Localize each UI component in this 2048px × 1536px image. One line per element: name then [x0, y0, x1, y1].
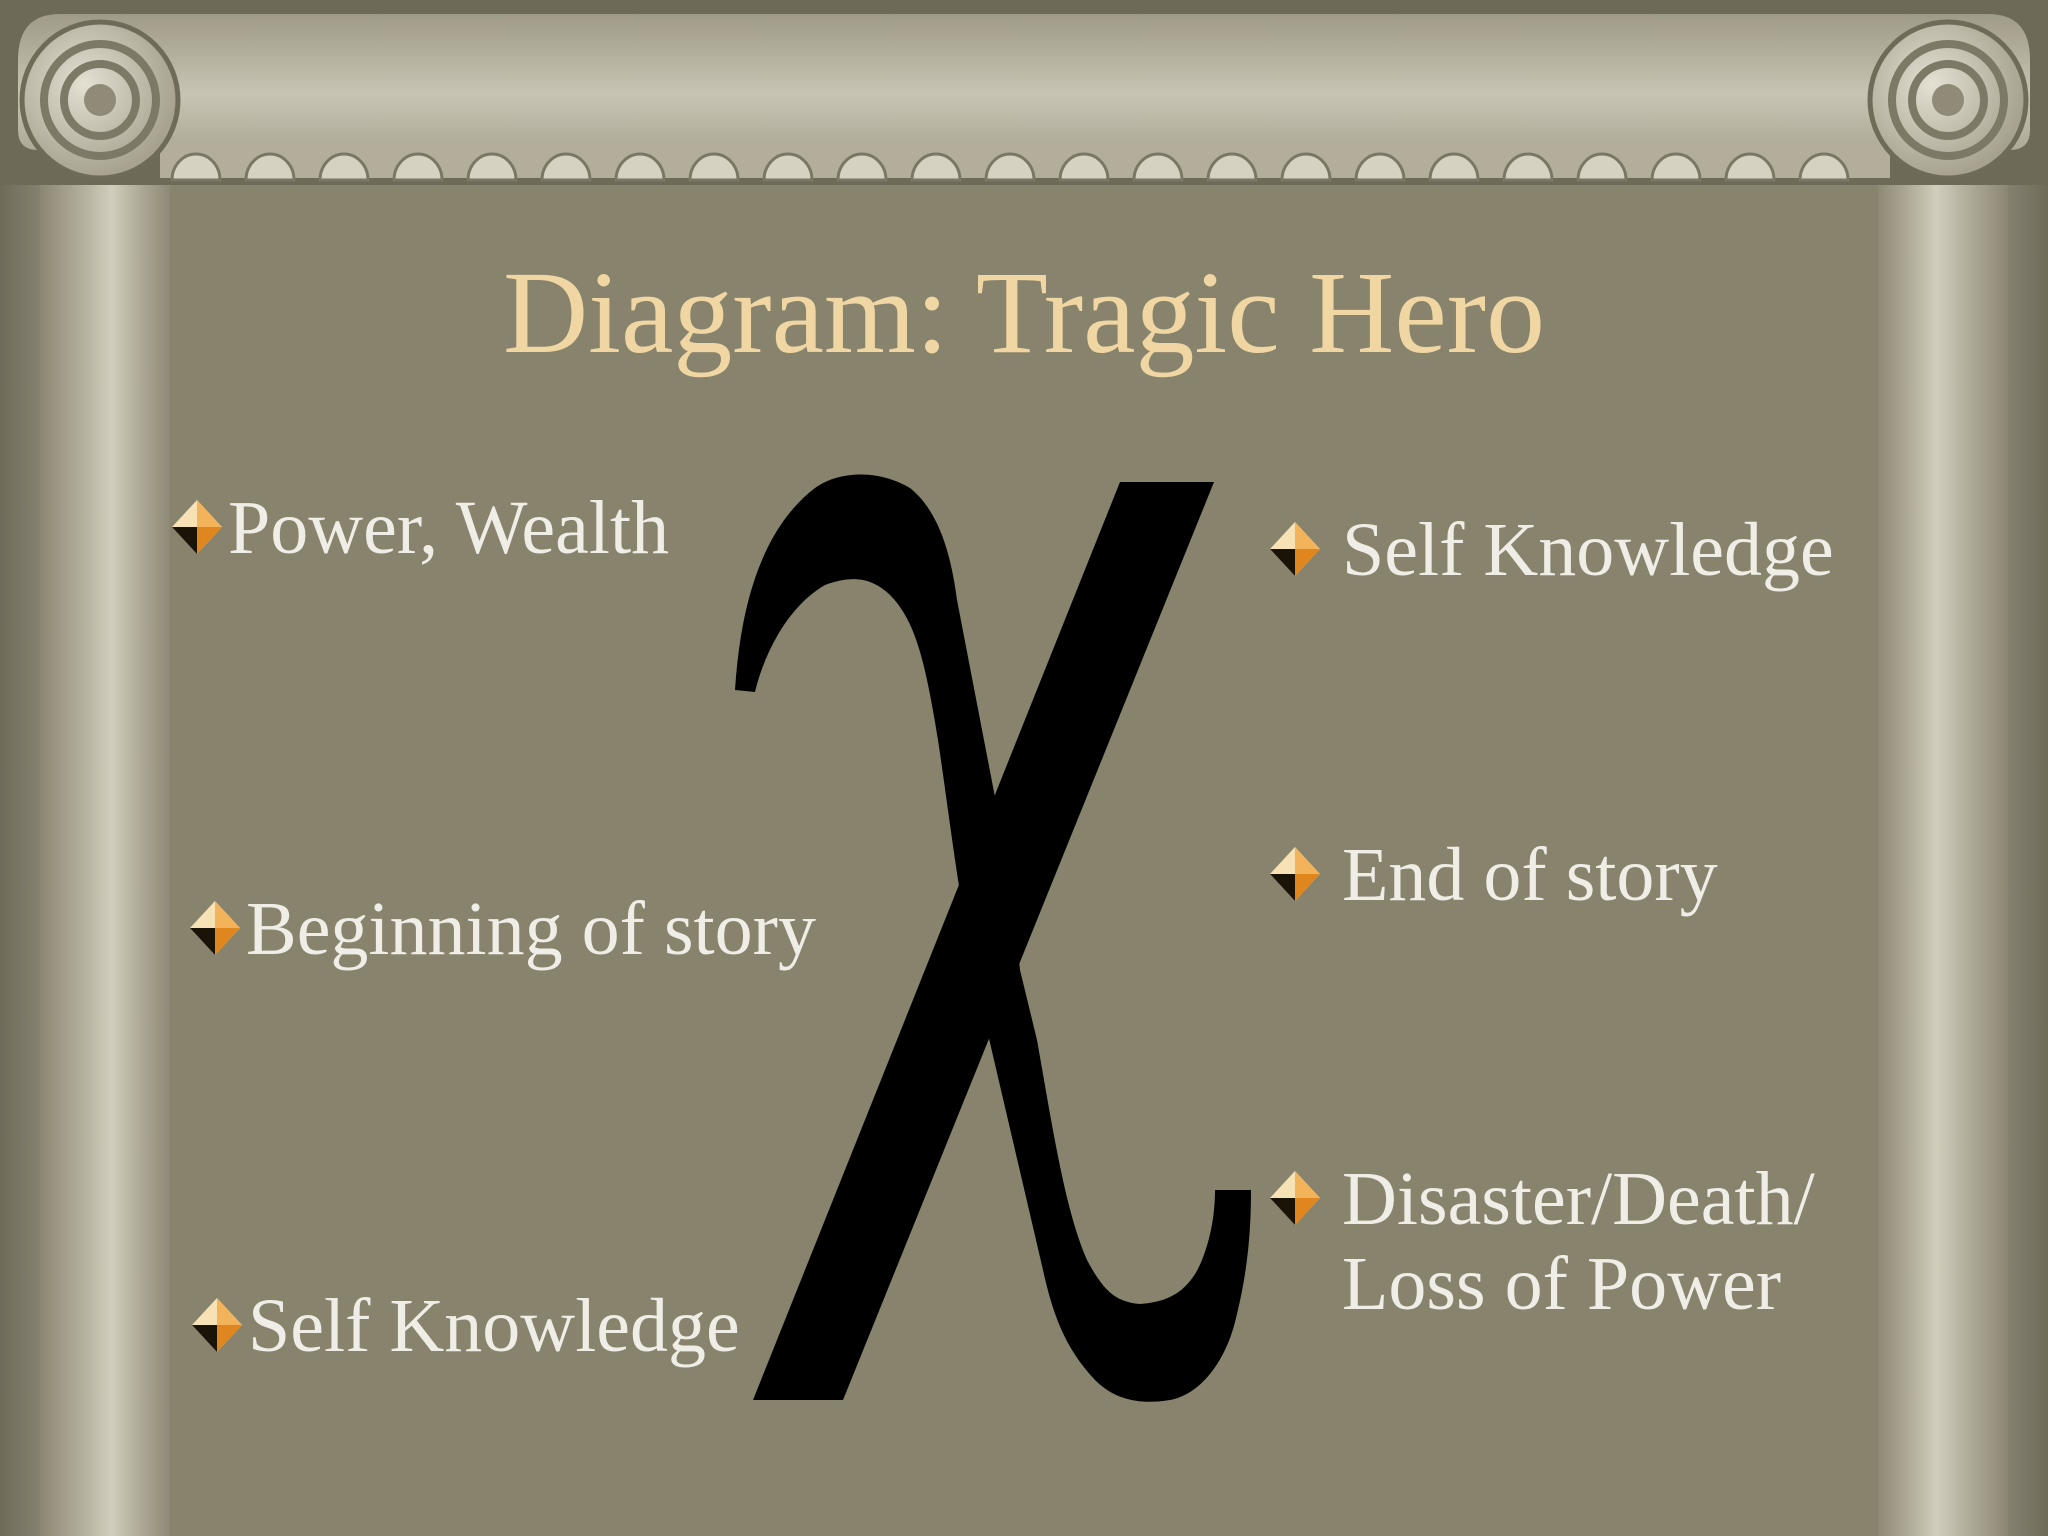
right-item-line-1: Disaster/Death/ — [1342, 1157, 1815, 1241]
right-item-line-2: Loss of Power — [1342, 1242, 1782, 1327]
diamond-bullet-icon — [172, 500, 222, 554]
diamond-bullet-icon — [1270, 847, 1320, 901]
diamond-bullet-icon — [1270, 522, 1320, 576]
right-item-self-knowledge: Self Knowledge — [1268, 508, 1834, 593]
left-item-label: Power, Wealth — [228, 486, 670, 570]
column-capital — [0, 0, 2048, 185]
left-item-beginning: Beginning of story — [188, 887, 816, 972]
column-edge-right — [2008, 150, 2048, 1536]
right-item-label: End of story — [1342, 833, 1718, 917]
left-item-power-wealth: Power, Wealth — [170, 486, 669, 571]
column-left — [40, 150, 170, 1536]
diamond-bullet-icon — [192, 1298, 242, 1352]
left-item-label: Beginning of story — [246, 887, 816, 971]
diamond-bullet-icon — [190, 901, 240, 955]
right-item-label: Self Knowledge — [1342, 508, 1834, 592]
chi-straight-stroke — [753, 482, 1214, 1400]
volute-left — [19, 19, 181, 181]
column-right — [1878, 150, 2008, 1536]
left-item-self-knowledge: Self Knowledge — [190, 1284, 740, 1369]
volute-right — [1867, 19, 2029, 181]
slide-title: Diagram: Tragic Hero — [502, 247, 1546, 378]
right-item-end-of-story: End of story — [1268, 833, 1718, 918]
diamond-bullet-icon — [1270, 1171, 1320, 1225]
right-item-label: Disaster/Death/ Loss of Power — [1342, 1157, 1815, 1327]
right-item-disaster: Disaster/Death/ Loss of Power — [1268, 1157, 1815, 1327]
column-edge-left — [0, 150, 40, 1536]
chi-symbol — [735, 474, 1251, 1402]
left-item-label: Self Knowledge — [248, 1284, 740, 1368]
egg-and-dart-molding — [170, 152, 1850, 182]
